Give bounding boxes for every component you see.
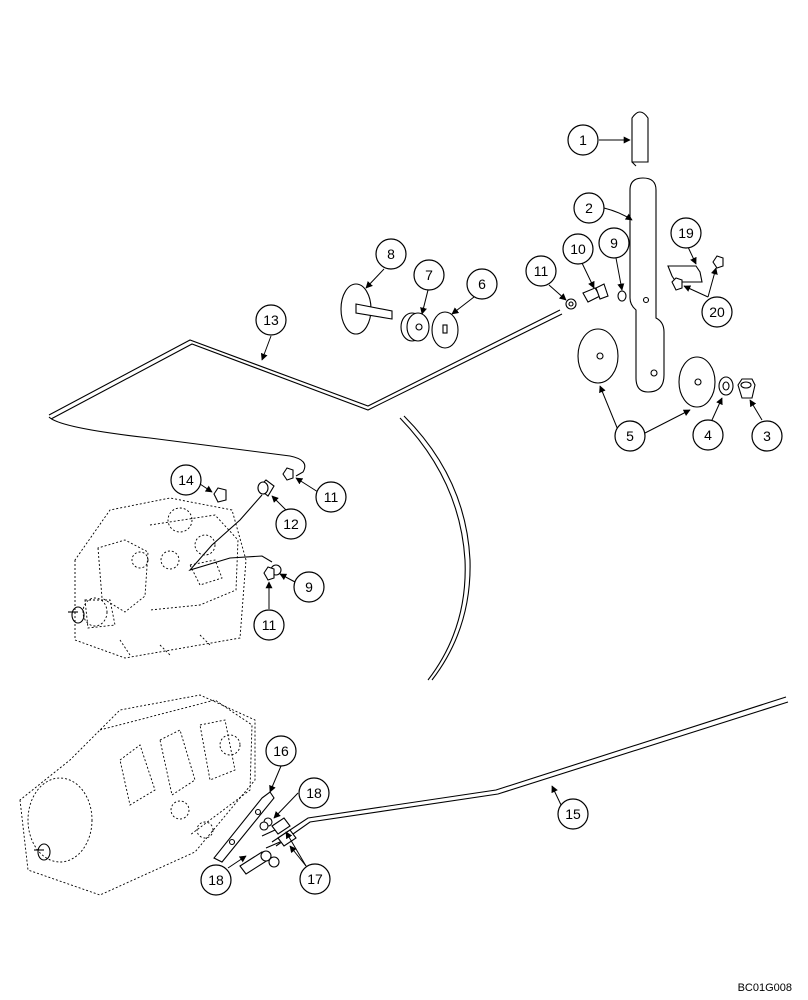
svg-text:7: 7 [425,267,433,283]
spacer-7 [400,312,430,342]
friction-disc-right [678,356,716,408]
nut-20-a [712,255,724,269]
svg-text:15: 15 [565,806,581,822]
callout-12: 12 [275,508,307,540]
control-lever [629,177,665,393]
callout-10: 10 [562,233,594,265]
key-19 [667,265,703,283]
svg-text:11: 11 [262,617,277,633]
callout-16: 16 [265,735,297,767]
callout-11-upper: 11 [525,255,557,287]
svg-text:8: 8 [387,246,395,262]
link-sleeve [239,850,280,875]
nut-11-right [282,467,294,481]
hydrostatic-pump-upper [68,497,247,659]
svg-text:11: 11 [534,263,549,279]
leader-lines [199,136,763,869]
callout-3: 3 [751,420,783,452]
svg-text:6: 6 [478,276,486,292]
handle-grip [631,111,649,167]
callout-7: 7 [413,259,445,291]
washer-4 [718,376,734,396]
callout-2: 2 [573,192,605,224]
svg-text:9: 9 [305,579,313,595]
svg-text:12: 12 [283,516,299,532]
nut-14 [213,487,227,503]
link-bracket [213,791,275,863]
callout-9-lower: 9 [293,571,325,603]
svg-text:9: 9 [610,235,618,251]
washer-18-a [259,817,273,831]
svg-text:19: 19 [678,225,694,241]
washer-9-upper [617,290,627,302]
pump-ball-joint [257,479,275,497]
svg-text:5: 5 [626,428,634,444]
callout-4: 4 [692,419,724,451]
svg-text:18: 18 [208,872,224,888]
svg-text:4: 4 [704,427,712,443]
nut-11-upper [565,298,577,310]
friction-disc-left [577,328,619,384]
callout-13: 13 [255,304,287,336]
callout-11-right: 11 [315,481,347,513]
svg-text:11: 11 [324,489,339,505]
callout-19: 19 [670,217,702,249]
callout-1: 1 [567,124,599,156]
callout-18-right: 18 [298,777,330,809]
svg-text:18: 18 [306,785,322,801]
callout-15: 15 [557,798,589,830]
pump-link-wire [188,494,273,572]
hydrostatic-pump-lower [19,694,256,896]
nut-3 [737,378,756,399]
callout-8: 8 [375,238,407,270]
nut-20-b [671,277,683,291]
callout-6: 6 [466,268,498,300]
control-rod-lower [271,696,789,847]
separator-arc [399,417,466,681]
control-cable [48,416,306,477]
callout-20: 20 [701,296,733,328]
drawing-reference-code: BC01G008 [737,982,792,994]
callout-18-left: 18 [200,864,232,896]
ball-joint-upper [582,283,609,303]
svg-text:20: 20 [709,304,725,320]
callout-9-upper: 9 [598,227,630,259]
callout-5: 5 [614,420,646,452]
svg-text:3: 3 [763,428,771,444]
svg-text:16: 16 [273,743,289,759]
svg-text:10: 10 [570,241,586,257]
nut-11-lower [263,566,275,581]
callout-17: 17 [299,863,331,895]
svg-text:1: 1 [579,132,587,148]
svg-text:14: 14 [178,472,194,488]
plate-6 [431,311,459,349]
control-rod-upper [48,309,563,420]
callout-14: 14 [170,464,202,496]
pivot-pin [340,283,393,335]
svg-text:17: 17 [307,871,323,887]
svg-text:2: 2 [585,200,593,216]
bolt-17-b [265,829,297,849]
callout-11-lower: 11 [253,609,285,641]
bolt-17-a [261,817,291,837]
svg-text:13: 13 [263,312,279,328]
